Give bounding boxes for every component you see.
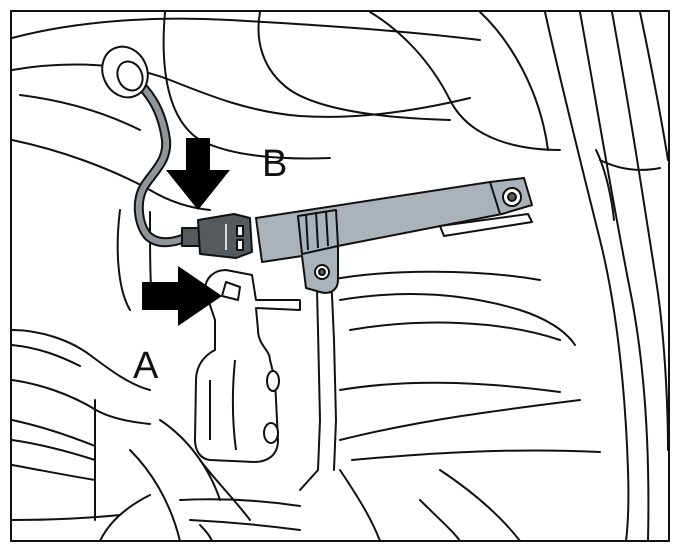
callout-label-b: B [262, 143, 287, 185]
clip-bracket-a [194, 269, 301, 463]
cable-connector [181, 213, 253, 259]
arrow-right-icon [142, 266, 222, 326]
sensor-bracket-b [255, 177, 533, 294]
arrow-down-icon [166, 138, 230, 210]
background-body-lines [11, 11, 669, 542]
sensor-cable [101, 45, 190, 248]
callout-label-a: A [133, 345, 159, 387]
figure-border [10, 10, 670, 542]
